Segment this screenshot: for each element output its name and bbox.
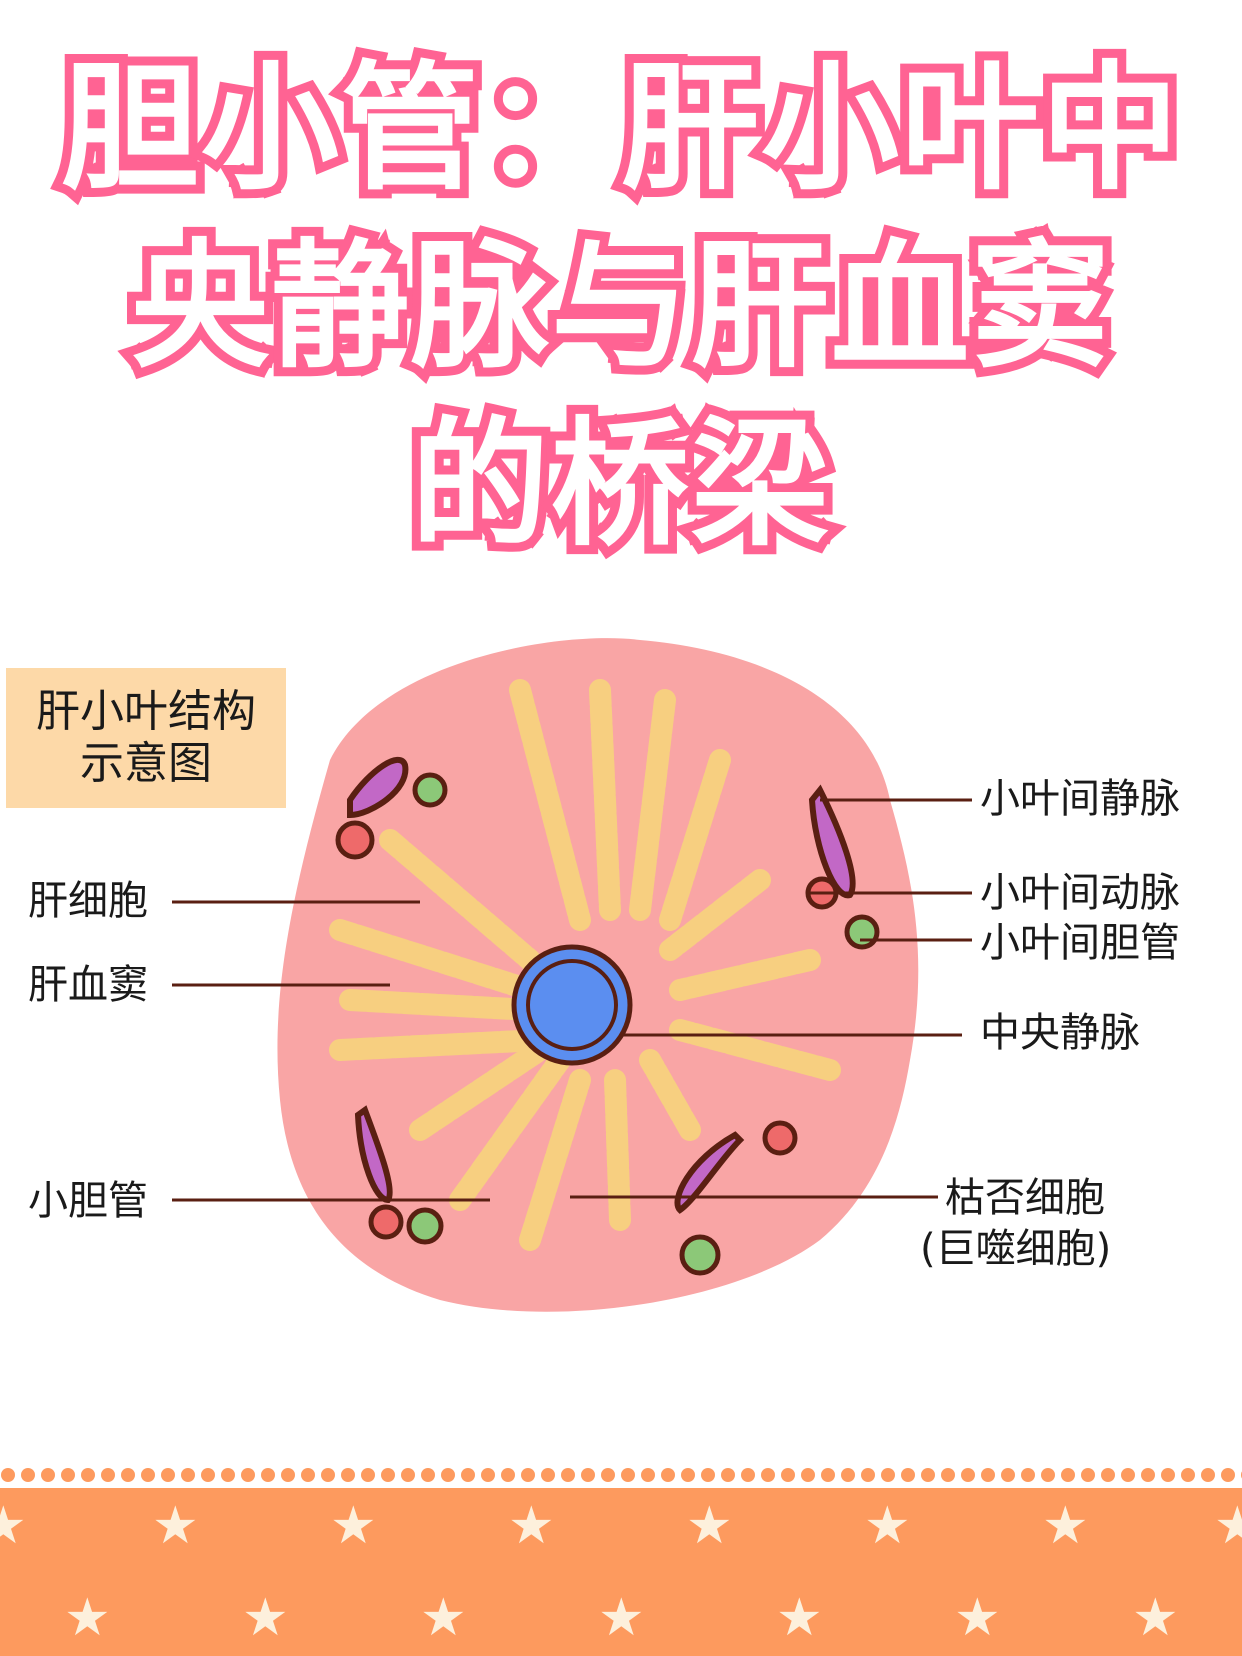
star-icon: ★ — [330, 1496, 377, 1556]
diagram-legend-box: 肝小叶结构 示意图 — [6, 668, 286, 808]
label-hepatic-sinusoid: 肝血窦 — [28, 962, 148, 1008]
star-icon: ★ — [864, 1496, 911, 1556]
footer-star-band: ★ ★ ★ ★ ★ ★ ★ ★ ★ ★ ★ ★ ★ ★ ★ — [0, 1488, 1242, 1656]
central-vein — [511, 944, 633, 1066]
star-icon: ★ — [508, 1496, 555, 1556]
star-icon: ★ — [152, 1496, 199, 1556]
label-bile-canaliculus: 小胆管 — [28, 1178, 148, 1224]
title-line-2: 央静脉与肝血窦 — [122, 217, 1118, 396]
label-interlobular-artery: 小叶间动脉 — [980, 870, 1180, 916]
leader-lines — [172, 798, 972, 1202]
interlobular-veins — [347, 757, 856, 1214]
star-icon: ★ — [0, 1496, 27, 1556]
title-line-1: 胆小管：肝小叶中 — [52, 39, 1188, 218]
page-title: 胆小管：肝小叶中 央静脉与肝血窦 的桥梁 — [0, 39, 1242, 574]
label-interlobular-bile-duct: 小叶间胆管 — [980, 920, 1180, 966]
legend-title-line-2: 示意图 — [80, 738, 212, 789]
legend-title-line-1: 肝小叶结构 — [36, 686, 256, 737]
star-icon: ★ — [64, 1588, 111, 1648]
star-icon: ★ — [776, 1588, 823, 1648]
star-icon: ★ — [686, 1496, 733, 1556]
star-icon: ★ — [1042, 1496, 1089, 1556]
star-icon: ★ — [242, 1588, 289, 1648]
star-icon: ★ — [1214, 1496, 1242, 1556]
dotted-border — [0, 1466, 1242, 1484]
star-icon: ★ — [598, 1588, 645, 1648]
liver-lobule-diagram — [172, 638, 972, 1312]
label-macrophage: (巨噬细胞) — [920, 1226, 1112, 1272]
label-interlobular-vein: 小叶间静脉 — [980, 776, 1180, 822]
star-icon: ★ — [420, 1588, 467, 1648]
label-kupffer-cell: 枯否细胞 — [945, 1175, 1105, 1221]
star-icon: ★ — [1132, 1588, 1179, 1648]
label-hepatocyte: 肝细胞 — [28, 878, 148, 924]
hepatocyte-cords-fill — [329, 679, 841, 1251]
star-icon: ★ — [954, 1588, 1001, 1648]
title-line-3: 的桥梁 — [402, 395, 838, 574]
label-central-vein: 中央静脉 — [980, 1010, 1140, 1056]
